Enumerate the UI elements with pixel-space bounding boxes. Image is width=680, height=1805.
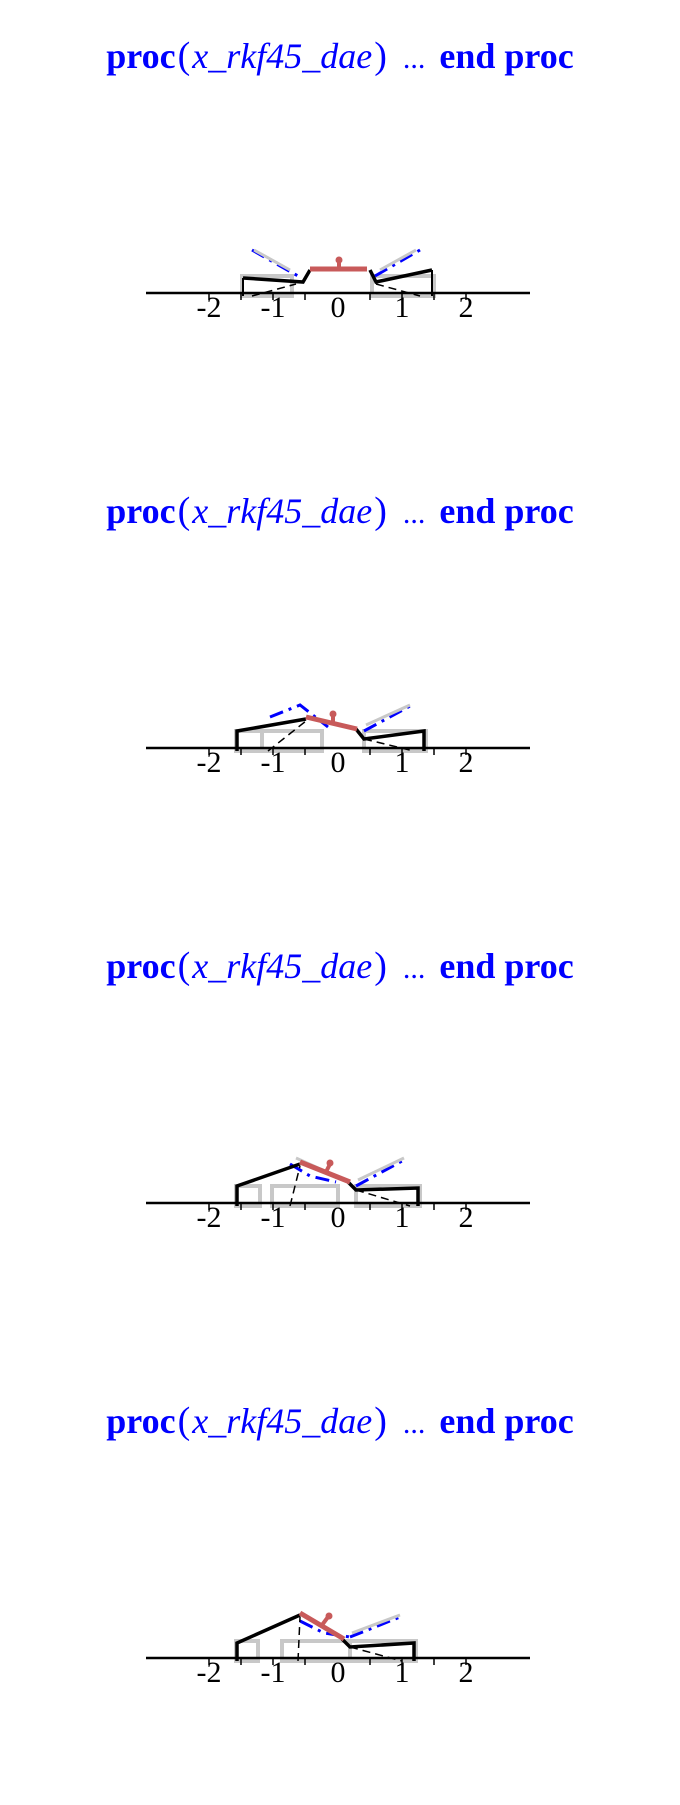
output-block-3: proc(x_rkf45_dae)... end proc	[0, 910, 680, 1350]
x-tick-label: -1	[261, 291, 286, 324]
close-paren: )	[374, 35, 387, 77]
open-paren: (	[177, 490, 191, 532]
x-tick-label: -2	[197, 1656, 222, 1689]
x-tick-label: 0	[331, 1201, 346, 1234]
left-blue-arm	[299, 1619, 351, 1639]
x-tick-label: 2	[459, 746, 474, 779]
left-black-link	[235, 717, 307, 751]
x-tick-label: 2	[459, 291, 474, 324]
left-blue-arm	[269, 703, 329, 729]
right-gray-arm	[357, 1156, 405, 1182]
proc-keyword: proc	[106, 36, 176, 76]
output-block-1: proc(x_rkf45_dae)... end proc	[0, 0, 680, 440]
left-blue-arm	[289, 1162, 337, 1184]
end-proc-keyword: end proc	[439, 946, 574, 986]
ellipsis: ...	[402, 42, 426, 75]
x-tick-label: -1	[261, 1201, 286, 1234]
x-tick-label: 0	[331, 1656, 346, 1689]
proc-output-line: proc(x_rkf45_dae)... end proc	[0, 483, 680, 539]
proc-output-line: proc(x_rkf45_dae)... end proc	[0, 938, 680, 994]
left-dashed-link	[289, 1165, 301, 1207]
right-gray-arm	[365, 703, 411, 727]
right-gray-frame	[348, 1639, 418, 1663]
x-tick-label: -1	[261, 1656, 286, 1689]
red-body-link	[299, 1159, 351, 1185]
mechanism-plot: -2 -1 0 1 2	[0, 240, 680, 390]
x-tick-label: 1	[395, 291, 410, 324]
mechanism-plot: -2 -1 0 1 2	[0, 1605, 680, 1755]
right-black-link	[340, 1637, 416, 1661]
x-tick-label: 0	[331, 746, 346, 779]
open-paren: (	[177, 1400, 191, 1442]
right-black-link	[368, 268, 433, 284]
right-black-link	[346, 1180, 420, 1206]
red-body-dot	[329, 710, 337, 718]
open-paren: (	[177, 945, 191, 987]
x-tick-label: 2	[459, 1656, 474, 1689]
red-body-dot	[326, 1159, 334, 1167]
proc-argument: x_rkf45_dae	[192, 36, 373, 76]
left-black-link	[235, 1162, 301, 1206]
left-black-link	[242, 269, 312, 284]
output-block-4: proc(x_rkf45_dae)... end proc	[0, 1365, 680, 1805]
end-proc-keyword: end proc	[439, 491, 574, 531]
mechanism-plot: -2 -1 0 1 2	[0, 1150, 680, 1300]
x-tick-label: 1	[395, 1656, 410, 1689]
open-paren: (	[177, 35, 191, 77]
close-paren: )	[374, 1400, 387, 1442]
right-gray-arm	[351, 1613, 401, 1635]
right-blue-arm	[374, 248, 421, 278]
proc-argument: x_rkf45_dae	[192, 946, 373, 986]
end-proc-keyword: end proc	[439, 1401, 574, 1441]
proc-output-line: proc(x_rkf45_dae)... end proc	[0, 1393, 680, 1449]
x-tick-label: 2	[459, 1201, 474, 1234]
left-dashed-link	[297, 1616, 301, 1662]
left-black-link	[235, 1613, 301, 1661]
x-tick-label: -2	[197, 746, 222, 779]
ellipsis: ...	[402, 952, 426, 985]
red-body-dot	[335, 256, 343, 264]
close-paren: )	[374, 945, 387, 987]
proc-argument: x_rkf45_dae	[192, 1401, 373, 1441]
proc-keyword: proc	[106, 1401, 176, 1441]
right-blue-arm	[355, 1158, 405, 1188]
right-black-link	[354, 727, 426, 751]
plot-svg: -2 -1 0 1 2	[146, 703, 530, 779]
red-body-dot	[325, 1612, 333, 1620]
proc-argument: x_rkf45_dae	[192, 491, 373, 531]
right-blue-arm	[349, 1615, 401, 1639]
mechanism-plot: -2 -1 0 1 2	[0, 695, 680, 845]
right-blue-arm	[363, 703, 413, 733]
red-body-link	[298, 1610, 346, 1642]
x-tick-label: 1	[395, 746, 410, 779]
proc-keyword: proc	[106, 491, 176, 531]
right-dashed-link	[375, 283, 421, 297]
ellipsis: ...	[402, 1407, 426, 1440]
proc-keyword: proc	[106, 946, 176, 986]
center-gray-frame	[260, 729, 324, 753]
x-tick-label: -2	[197, 1201, 222, 1234]
x-tick-label: -2	[197, 291, 222, 324]
x-tick-label: 0	[331, 291, 346, 324]
x-tick-label: -1	[261, 746, 286, 779]
plot-svg: -2 -1 0 1 2	[146, 248, 530, 324]
plot-svg: -2 -1 0 1 2	[146, 1156, 530, 1234]
right-gray-frame	[362, 729, 428, 753]
ellipsis: ...	[402, 497, 426, 530]
plot-svg: -2 -1 0 1 2	[146, 1610, 530, 1689]
proc-output-line: proc(x_rkf45_dae)... end proc	[0, 28, 680, 84]
output-block-2: proc(x_rkf45_dae)... end proc	[0, 455, 680, 895]
x-tick-label: 1	[395, 1201, 410, 1234]
left-gray-arm	[253, 248, 291, 272]
right-gray-arm	[379, 248, 417, 272]
end-proc-keyword: end proc	[439, 36, 574, 76]
right-gray-frame	[354, 1184, 422, 1208]
close-paren: )	[374, 490, 387, 532]
left-dashed-link	[267, 720, 307, 752]
